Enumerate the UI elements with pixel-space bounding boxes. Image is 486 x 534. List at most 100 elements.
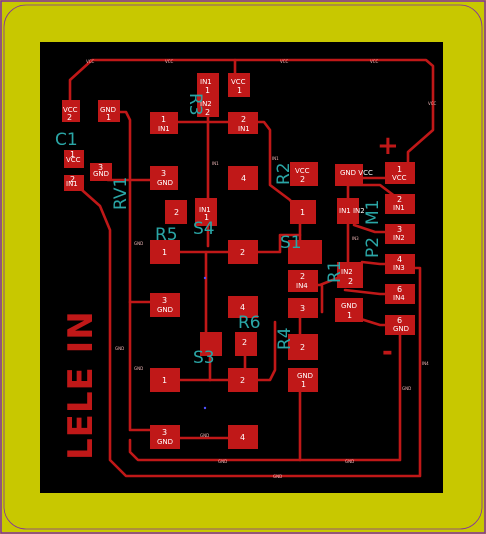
trace-label: IN1 — [272, 156, 279, 161]
svg-text:2: 2 — [241, 115, 246, 124]
pad[interactable]: 2 — [228, 368, 258, 392]
svg-text:IN1: IN1 — [66, 180, 78, 188]
ref-c1: C1 — [55, 130, 78, 150]
pad[interactable]: 2 — [228, 240, 258, 264]
ref-s3: S3 — [193, 348, 215, 368]
svg-text:VCC: VCC — [295, 167, 310, 175]
ref-s1: S1 — [280, 233, 302, 253]
ref-p2: P2 — [363, 237, 383, 258]
pad[interactable] — [288, 240, 322, 264]
trace-label: VCC — [165, 59, 174, 64]
svg-text:4: 4 — [241, 174, 246, 183]
svg-text:GND: GND — [157, 179, 173, 187]
trace-net-labels: VCC VCC VCC VCC VCC GND IN1 IN1 IN3 IN4 … — [86, 59, 437, 479]
pad[interactable]: 2 — [165, 200, 187, 224]
pad[interactable]: 3 — [288, 298, 318, 318]
trace-label: GND — [273, 474, 282, 479]
svg-text:1: 1 — [162, 248, 167, 257]
pad[interactable]: GND VCC — [335, 164, 373, 186]
trace-label: VCC — [370, 59, 379, 64]
svg-text:3: 3 — [397, 225, 402, 234]
svg-text:1: 1 — [204, 213, 209, 222]
svg-text:3: 3 — [162, 428, 167, 437]
minus-mark: - — [382, 337, 393, 367]
trace-label: VCC — [280, 59, 289, 64]
svg-text:6: 6 — [397, 285, 402, 294]
svg-text:1: 1 — [205, 86, 210, 95]
svg-text:2: 2 — [240, 248, 245, 257]
pad[interactable]: 1 — [150, 240, 180, 264]
svg-text:2: 2 — [397, 195, 402, 204]
svg-text:2: 2 — [70, 175, 75, 184]
svg-text:2: 2 — [300, 343, 305, 352]
svg-text:IN1: IN1 — [199, 206, 211, 214]
ref-r2: R2 — [274, 162, 294, 185]
svg-text:3: 3 — [161, 169, 166, 178]
svg-text:IN3: IN3 — [393, 264, 405, 272]
ref-r5: R5 — [155, 225, 178, 245]
svg-text:3: 3 — [162, 296, 167, 305]
svg-text:IN4: IN4 — [296, 282, 308, 290]
via-markers — [203, 276, 207, 410]
pad[interactable]: 1 — [150, 368, 180, 392]
trace-label: IN3 — [352, 236, 359, 241]
svg-text:IN2: IN2 — [200, 100, 212, 108]
svg-text:GND: GND — [341, 302, 357, 310]
trace-label: GND — [200, 433, 209, 438]
svg-text:VCC: VCC — [66, 156, 81, 164]
svg-text:1: 1 — [300, 208, 305, 217]
svg-text:2: 2 — [242, 338, 247, 347]
svg-text:1: 1 — [70, 150, 75, 159]
svg-text:4: 4 — [397, 255, 402, 264]
svg-text:IN1 IN2: IN1 IN2 — [339, 207, 365, 215]
board-title: LELE IN — [61, 310, 101, 460]
svg-text:2: 2 — [205, 108, 210, 117]
pad[interactable]: 2 — [288, 334, 318, 360]
trace-label: GND — [218, 459, 227, 464]
trace-label: IN4 — [422, 361, 429, 366]
svg-text:IN2: IN2 — [341, 268, 353, 276]
svg-text:GND VCC: GND VCC — [340, 169, 373, 177]
pad[interactable]: 4 — [228, 425, 258, 449]
trace-label: GND — [345, 459, 354, 464]
pad[interactable]: 4 — [228, 166, 258, 190]
pad[interactable] — [200, 332, 222, 356]
pad[interactable]: 1 — [290, 200, 316, 224]
pad[interactable]: 4 — [228, 296, 258, 318]
svg-text:GND: GND — [157, 438, 173, 446]
pad[interactable]: 2 — [235, 332, 257, 356]
ref-rv1: RV1 — [111, 177, 131, 210]
ref-r1: R1 — [325, 260, 345, 283]
ref-r4: R4 — [275, 327, 295, 350]
pad[interactable]: IN1 IN2 — [337, 198, 365, 224]
trace-label: IN1 — [212, 161, 219, 166]
svg-text:2: 2 — [240, 376, 245, 385]
